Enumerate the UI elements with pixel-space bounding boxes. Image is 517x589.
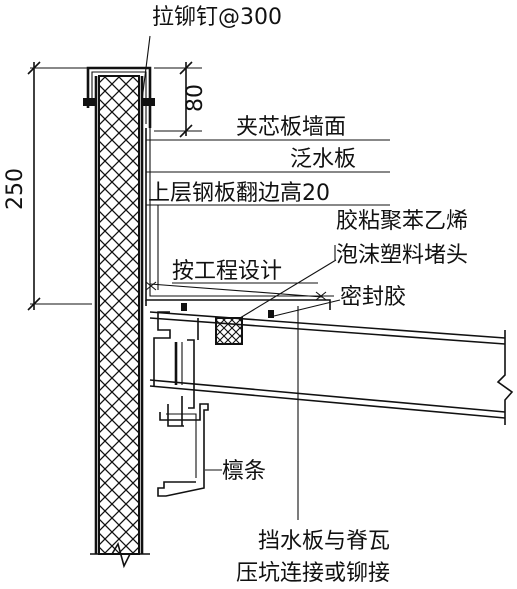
top-cap-flashing (83, 66, 155, 128)
purlin (157, 339, 209, 497)
flashing-board (145, 128, 334, 310)
label-foam-plug-line1: 胶粘聚苯乙烯 (336, 209, 468, 234)
dimension-80 (154, 61, 202, 138)
roof-panel (149, 311, 514, 425)
break-line-roof (496, 330, 514, 425)
label-note-line2: 压坑连接或铆接 (236, 561, 390, 586)
foam-plug (215, 317, 243, 345)
label-per-design: 按工程设计 (172, 259, 282, 284)
label-purlin: 檩条 (222, 459, 266, 484)
label-sandwich-wall: 夹芯板墙面 (236, 115, 346, 140)
label-rivet: 拉铆钉@300 (152, 5, 282, 30)
label-sealant: 密封胶 (340, 285, 406, 310)
rivet-left (83, 98, 97, 106)
sealant-marks (181, 303, 274, 318)
dimension-250-label: 250 (3, 168, 28, 210)
dimension-250 (27, 61, 92, 311)
leader-lines (141, 35, 390, 520)
label-flashing: 泛水板 (290, 147, 356, 172)
rivet-right (141, 98, 155, 106)
label-foam-plug-line2: 泡沫塑料堵头 (336, 243, 468, 268)
label-upper-flange: 上层钢板翻边高20 (148, 181, 330, 206)
label-note-line1: 挡水板与脊瓦 (258, 529, 390, 554)
break-line-wall (90, 541, 150, 569)
dimension-80-label: 80 (183, 84, 208, 112)
sandwich-panel-wall (90, 75, 150, 569)
